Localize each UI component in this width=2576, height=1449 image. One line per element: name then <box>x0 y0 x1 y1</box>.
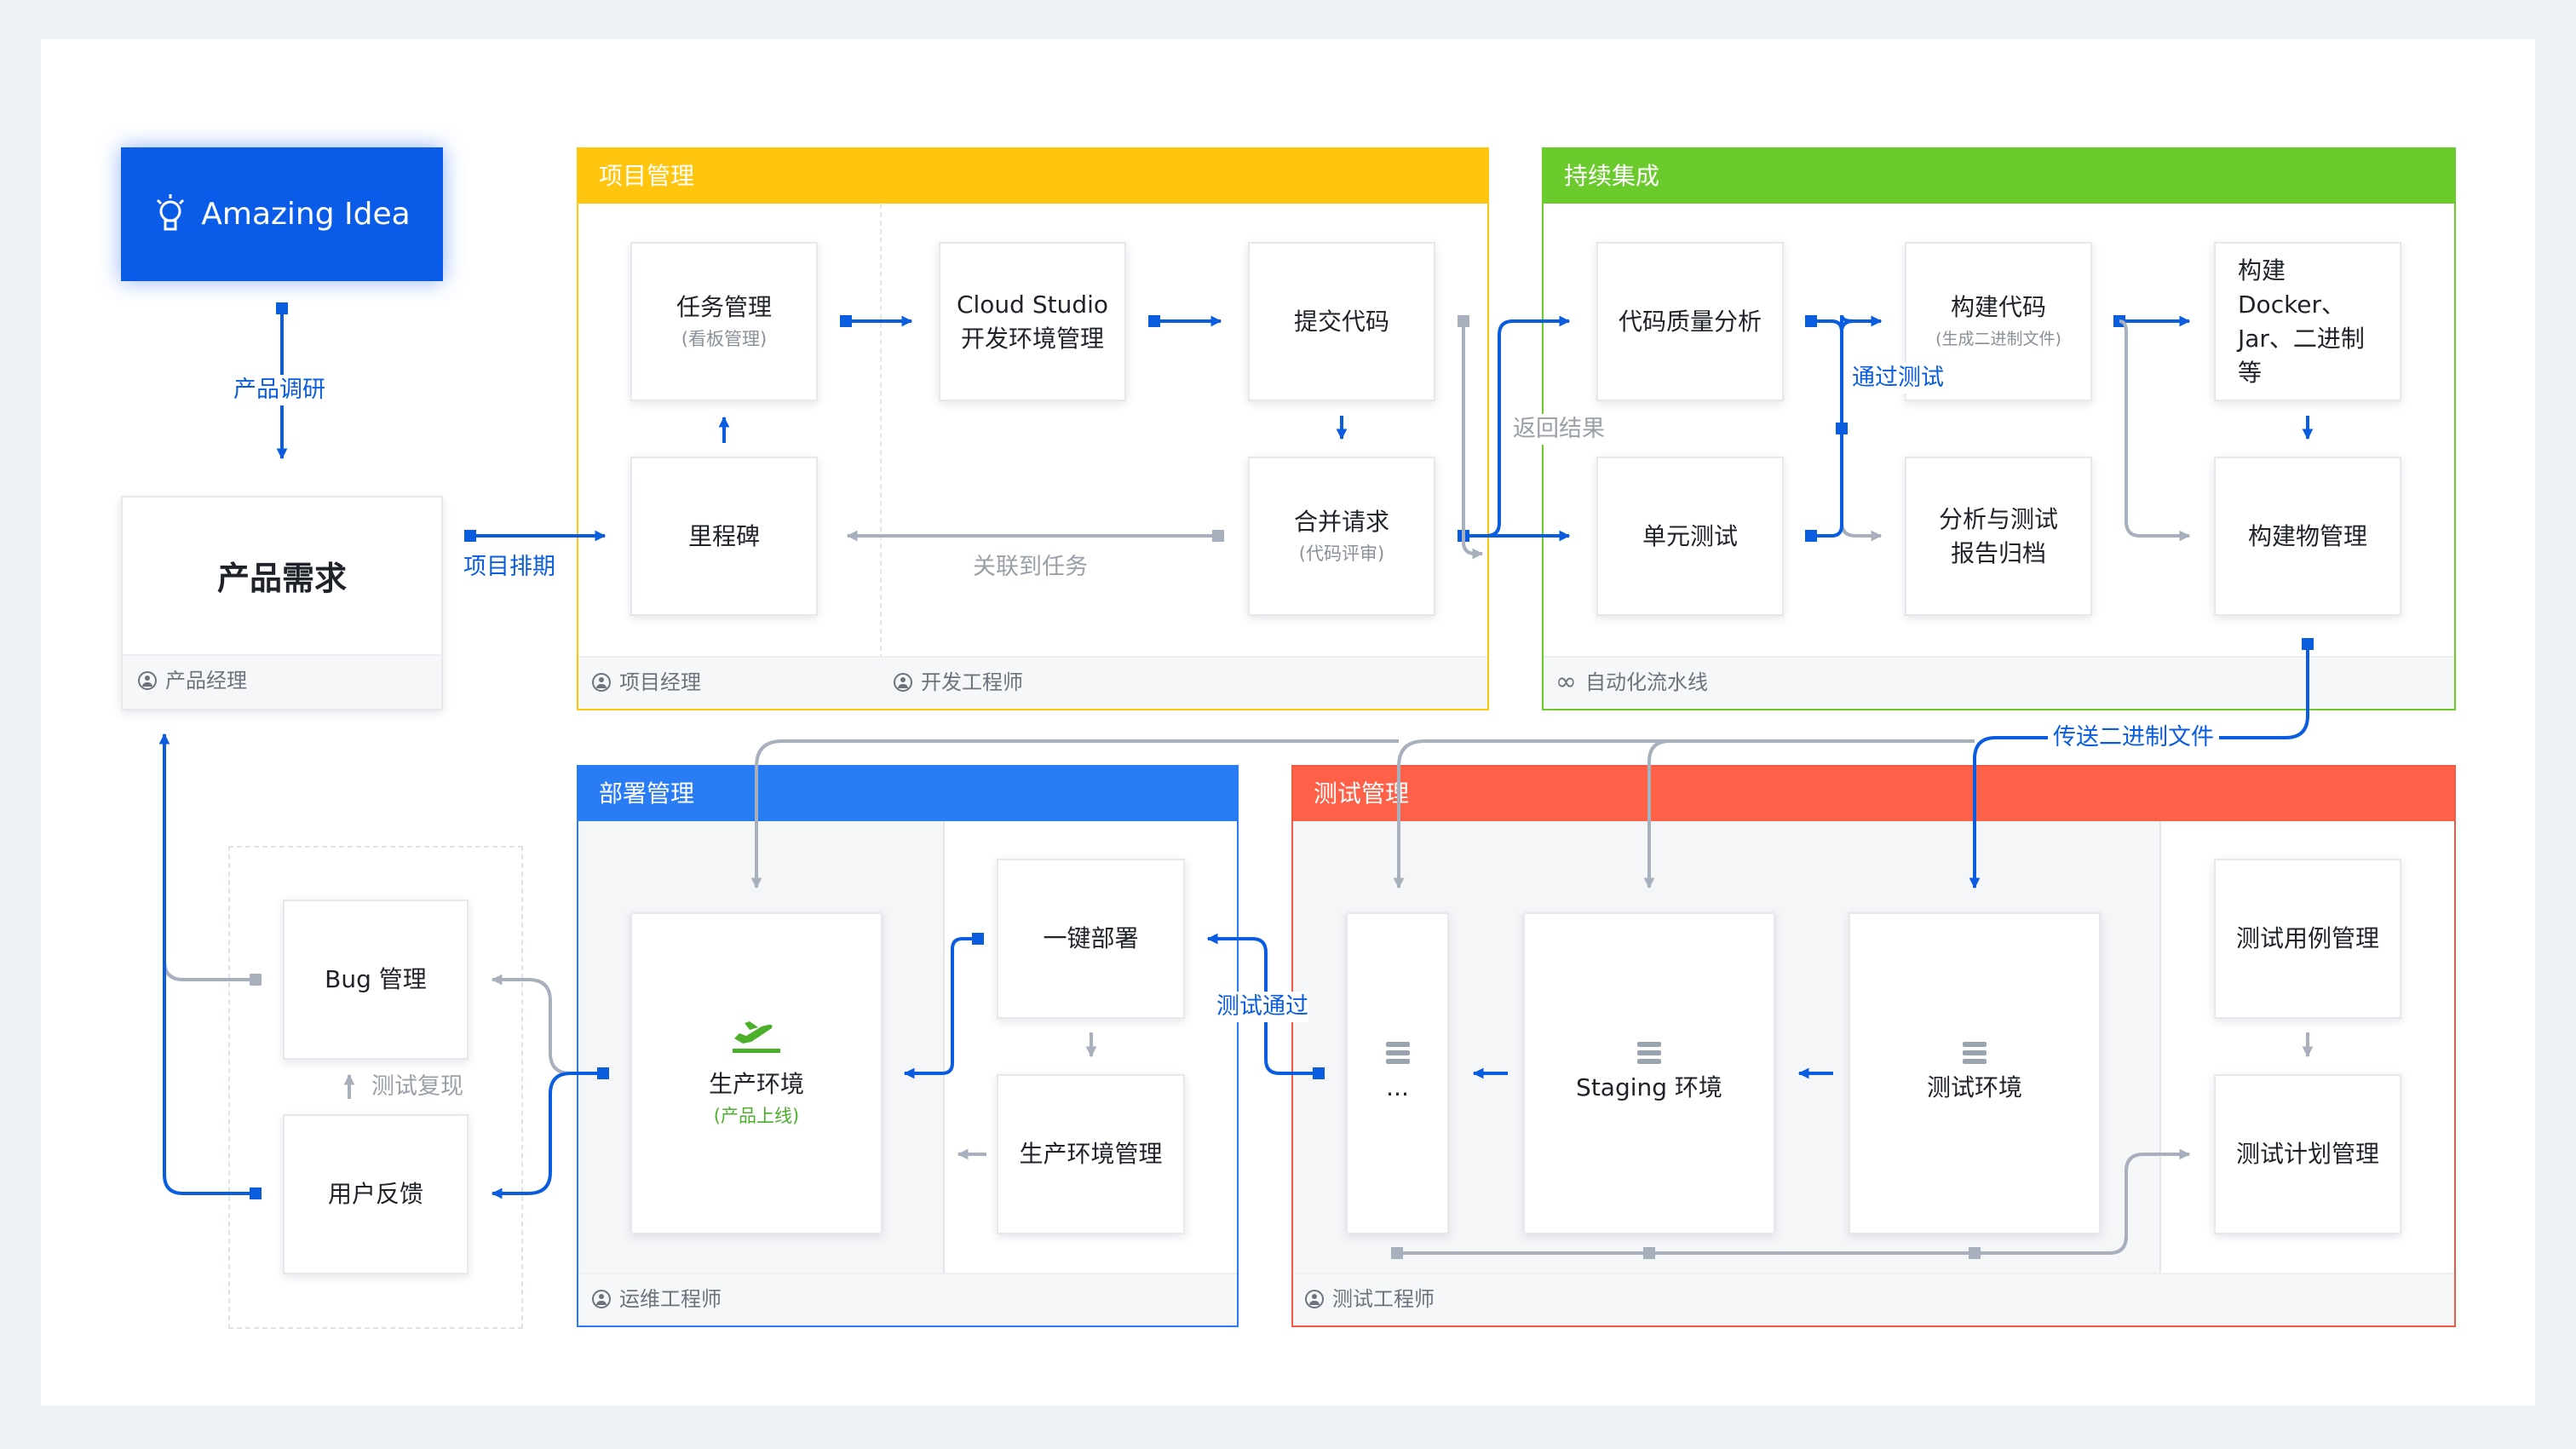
card-title: 构建 Docker、 Jar、二进制 等 <box>2238 256 2365 387</box>
continuous-integration-region: 持续集成 ∞ 自动化流水线 <box>1542 147 2456 710</box>
edge-label-product-research: 产品调研 <box>233 375 325 405</box>
card-title: 任务管理 <box>676 292 772 321</box>
card-title: 里程碑 <box>687 521 760 550</box>
role-label: 项目经理 <box>619 670 701 694</box>
one-click-deploy-card: 一键部署 <box>997 859 1185 1019</box>
card-title: Staging 环境 <box>1576 1073 1722 1101</box>
project-divider <box>880 204 882 659</box>
role-label: 测试工程师 <box>1332 1287 1435 1311</box>
card-title: 合并请求 <box>1293 507 1389 536</box>
card-title: 生产环境 <box>708 1070 804 1098</box>
amazing-idea-label: Amazing Idea <box>201 197 411 232</box>
project-management-footer: 项目经理 开发工程师 <box>578 656 1487 709</box>
edge-label-return-result: 返回结果 <box>1513 414 1605 445</box>
analysis-report-card: 分析与测试 报告归档 <box>1905 457 2092 616</box>
server-icon <box>1637 1042 1661 1064</box>
server-icon <box>1385 1042 1410 1064</box>
project-management-header: 项目管理 <box>578 149 1487 204</box>
unit-test-card: 单元测试 <box>1596 457 1784 616</box>
card-title: Cloud Studio 开发环境管理 <box>956 290 1109 353</box>
card-title: 单元测试 <box>1642 521 1738 550</box>
role-label: 运维工程师 <box>619 1287 722 1311</box>
ellipsis-env-card: ... <box>1346 912 1449 1234</box>
role-label: 开发工程师 <box>921 670 1023 694</box>
deploy-divider <box>943 821 945 1276</box>
deploy-management-footer: 运维工程师 <box>578 1273 1237 1325</box>
edge-label-test-reproduce: 测试复现 <box>371 1073 463 1100</box>
infinity-icon: ∞ <box>1555 667 1577 697</box>
card-title: Bug 管理 <box>325 965 427 993</box>
user-feedback-card: 用户反馈 <box>283 1114 469 1274</box>
edge-label-project-scheduling: 项目排期 <box>463 554 555 580</box>
production-env-card: 生产环境 (产品上线) <box>630 912 883 1234</box>
deploy-management-header: 部署管理 <box>578 767 1237 821</box>
project-management-region: 项目管理 项目经理 开发工程师 <box>577 147 1489 710</box>
code-quality-card: 代码质量分析 <box>1596 242 1784 401</box>
test-case-mgmt-card: 测试用例管理 <box>2214 859 2401 1019</box>
edge-label-test-passed: 通过测试 <box>1852 363 1944 394</box>
test-plan-mgmt-card: 测试计划管理 <box>2214 1074 2401 1234</box>
test-management-footer: 测试工程师 <box>1293 1273 2454 1325</box>
card-title: 一键部署 <box>1043 924 1139 952</box>
user-icon <box>894 673 912 692</box>
card-subtitle: (产品上线) <box>713 1106 800 1126</box>
card-subtitle: (代码评审) <box>1298 543 1385 564</box>
card-title: 测试计划管理 <box>2235 1140 2379 1168</box>
card-title: 用户反馈 <box>327 1180 423 1208</box>
card-title: 测试环境 <box>1926 1073 2022 1101</box>
product-demand-card: 产品需求 产品经理 <box>121 496 443 710</box>
user-icon <box>138 671 157 690</box>
role-label: 产品经理 <box>165 669 247 693</box>
milestone-card: 里程碑 <box>630 457 818 616</box>
production-env-mgmt-card: 生产环境管理 <box>997 1074 1185 1234</box>
server-icon <box>1963 1042 1987 1064</box>
card-title: ... <box>1386 1073 1409 1101</box>
artifact-management-card: 构建物管理 <box>2214 457 2401 616</box>
card-title: 生产环境管理 <box>1019 1140 1163 1168</box>
pipeline-label: 自动化流水线 <box>1585 670 1708 694</box>
edge-label-send-binary: 传送二进制文件 <box>2048 722 2219 753</box>
merge-request-card: 合并请求 (代码评审) <box>1248 457 1435 616</box>
card-title: 提交代码 <box>1293 307 1389 336</box>
test-env-card: 测试环境 <box>1849 912 2101 1234</box>
submit-code-card: 提交代码 <box>1248 242 1435 401</box>
card-title: 分析与测试 报告归档 <box>1938 504 2058 567</box>
build-docker-card: 构建 Docker、 Jar、二进制 等 <box>2214 242 2401 401</box>
user-icon <box>592 673 611 692</box>
continuous-integration-footer: ∞ 自动化流水线 <box>1544 656 2454 709</box>
edge-label-link-to-task: 关联到任务 <box>973 554 1088 580</box>
continuous-integration-header: 持续集成 <box>1544 149 2454 204</box>
card-title: 代码质量分析 <box>1618 307 1762 336</box>
lightbulb-icon <box>157 193 185 230</box>
card-subtitle: (看板管理) <box>681 328 768 349</box>
build-code-card: 构建代码 (生成二进制文件) <box>1905 242 2092 401</box>
card-subtitle: (生成二进制文件) <box>1935 329 2061 348</box>
card-title: 测试用例管理 <box>2235 924 2379 952</box>
card-title: 构建物管理 <box>2247 521 2367 550</box>
test-divider <box>2159 821 2161 1276</box>
staging-env-card: Staging 环境 <box>1523 912 1775 1234</box>
product-demand-title: 产品需求 <box>216 560 347 597</box>
amazing-idea-box: Amazing Idea <box>121 147 443 281</box>
user-icon <box>1305 1290 1324 1308</box>
card-title: 构建代码 <box>1950 292 2046 321</box>
cloud-studio-card: Cloud Studio 开发环境管理 <box>939 242 1126 401</box>
task-management-card: 任务管理 (看板管理) <box>630 242 818 401</box>
airplane-takeoff-icon <box>733 1021 780 1053</box>
bug-management-card: Bug 管理 <box>283 900 469 1060</box>
user-icon <box>592 1290 611 1308</box>
edge-label-test-pass: 测试通过 <box>1216 992 1308 1022</box>
product-demand-footer: 产品经理 <box>123 654 441 709</box>
test-management-header: 测试管理 <box>1293 767 2454 821</box>
